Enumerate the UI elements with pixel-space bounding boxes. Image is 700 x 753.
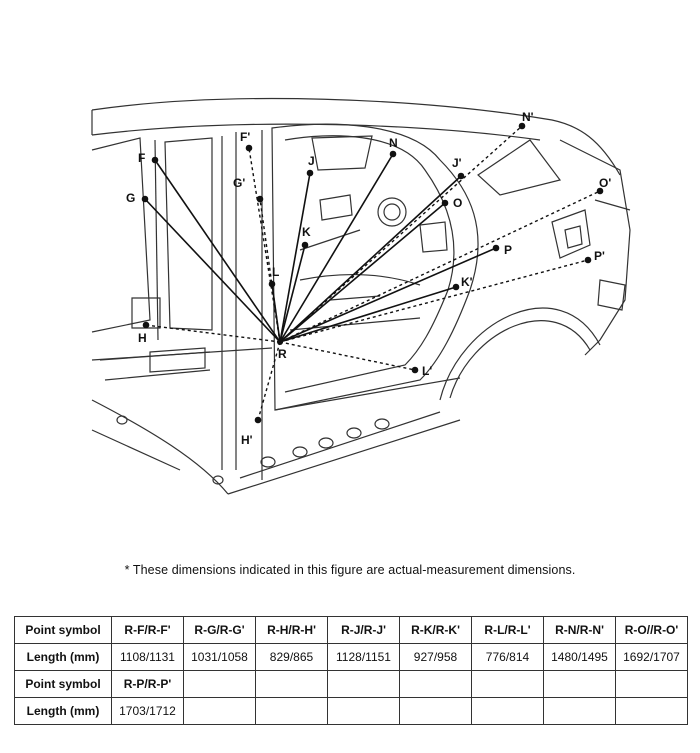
table-cell: R-P/R-P' — [111, 670, 184, 698]
point-R — [277, 339, 283, 345]
table-cell: 927/958 — [399, 643, 472, 671]
table-cell: R-H/R-H' — [255, 616, 328, 644]
point-H — [142, 321, 150, 329]
label-O-prime: O' — [599, 176, 611, 190]
table-cell: 1108/1131 — [111, 643, 184, 671]
table-cell: 1031/1058 — [183, 643, 256, 671]
label-K: K — [302, 225, 311, 239]
point-F-prime — [245, 144, 253, 152]
table-cell — [615, 670, 688, 698]
table-cell: 1703/1712 — [111, 697, 184, 725]
table-cell — [543, 670, 616, 698]
solid-measurement-lines — [144, 153, 497, 343]
table-cell — [471, 697, 544, 725]
table-row: Point symbol R-F/R-F' R-G/R-G' R-H/R-H' … — [14, 616, 688, 644]
row-header: Point symbol — [14, 670, 112, 698]
dimension-table: Point symbol R-F/R-F' R-G/R-G' R-H/R-H' … — [14, 616, 688, 725]
point-O — [441, 199, 449, 207]
point-N-prime — [518, 122, 526, 130]
table-cell — [327, 670, 400, 698]
table-cell — [543, 697, 616, 725]
label-G-prime: G' — [233, 176, 245, 190]
row-header: Point symbol — [14, 616, 112, 644]
label-K-prime: K' — [461, 275, 473, 289]
point-N — [389, 150, 397, 158]
label-N-prime: N' — [522, 110, 534, 124]
point-J — [306, 169, 314, 177]
point-labels: F G H F' G' L J K N J' O N' O' P P' K' L… — [126, 110, 611, 447]
point-O-prime — [596, 187, 604, 195]
table-cell: 776/814 — [471, 643, 544, 671]
label-L: L — [272, 265, 279, 279]
label-O: O — [453, 196, 462, 210]
row-header: Length (mm) — [14, 697, 112, 725]
label-N: N — [389, 136, 398, 150]
table-cell: R-G/R-G' — [183, 616, 256, 644]
table-row: Length (mm) 1108/1131 1031/1058 829/865 … — [14, 643, 688, 671]
label-H-prime: H' — [241, 433, 253, 447]
label-P-prime: P' — [594, 249, 605, 263]
table-row: Point symbol R-P/R-P' — [14, 670, 688, 698]
label-J: J — [308, 154, 315, 168]
label-H: H — [138, 331, 147, 345]
table-cell — [399, 697, 472, 725]
table-cell: R-J/R-J' — [327, 616, 400, 644]
table-cell — [183, 670, 256, 698]
table-cell: R-N/R-N' — [543, 616, 616, 644]
table-cell — [615, 697, 688, 725]
measurement-points — [141, 122, 604, 424]
table-cell — [399, 670, 472, 698]
point-K-prime — [452, 283, 460, 291]
label-L-prime: L' — [422, 364, 432, 378]
point-H-prime — [254, 416, 262, 424]
row-header: Length (mm) — [14, 643, 112, 671]
label-G: G — [126, 191, 135, 205]
point-G — [141, 195, 149, 203]
label-R: R — [278, 347, 287, 361]
dashed-measurement-lines — [145, 125, 601, 421]
label-J-prime: J' — [452, 156, 462, 170]
point-F — [151, 156, 159, 164]
table-cell: R-O//R-O' — [615, 616, 688, 644]
label-P: P — [504, 243, 512, 257]
table-cell: 1692/1707 — [615, 643, 688, 671]
label-F: F — [138, 151, 145, 165]
point-P — [492, 244, 500, 252]
table-cell: R-L/R-L' — [471, 616, 544, 644]
table-cell — [255, 697, 328, 725]
point-P-prime — [584, 256, 592, 264]
point-L — [268, 280, 276, 288]
table-cell: R-F/R-F' — [111, 616, 184, 644]
table-cell — [327, 697, 400, 725]
table-cell: R-K/R-K' — [399, 616, 472, 644]
measurement-note: * These dimensions indicated in this fig… — [124, 563, 576, 577]
table-cell: 1128/1151 — [327, 643, 400, 671]
point-K — [301, 241, 309, 249]
point-J-prime — [457, 172, 465, 180]
point-L-prime — [411, 366, 419, 374]
table-cell — [183, 697, 256, 725]
point-G-prime — [256, 195, 264, 203]
table-cell: 1480/1495 — [543, 643, 616, 671]
table-cell — [255, 670, 328, 698]
table-cell — [471, 670, 544, 698]
vehicle-body-outline — [91, 97, 631, 495]
table-cell: 829/865 — [255, 643, 328, 671]
label-F-prime: F' — [240, 130, 250, 144]
table-row: Length (mm) 1703/1712 — [14, 697, 688, 725]
body-dimension-diagram: F G H F' G' L J K N J' O N' O' P P' K' L… — [91, 97, 631, 495]
